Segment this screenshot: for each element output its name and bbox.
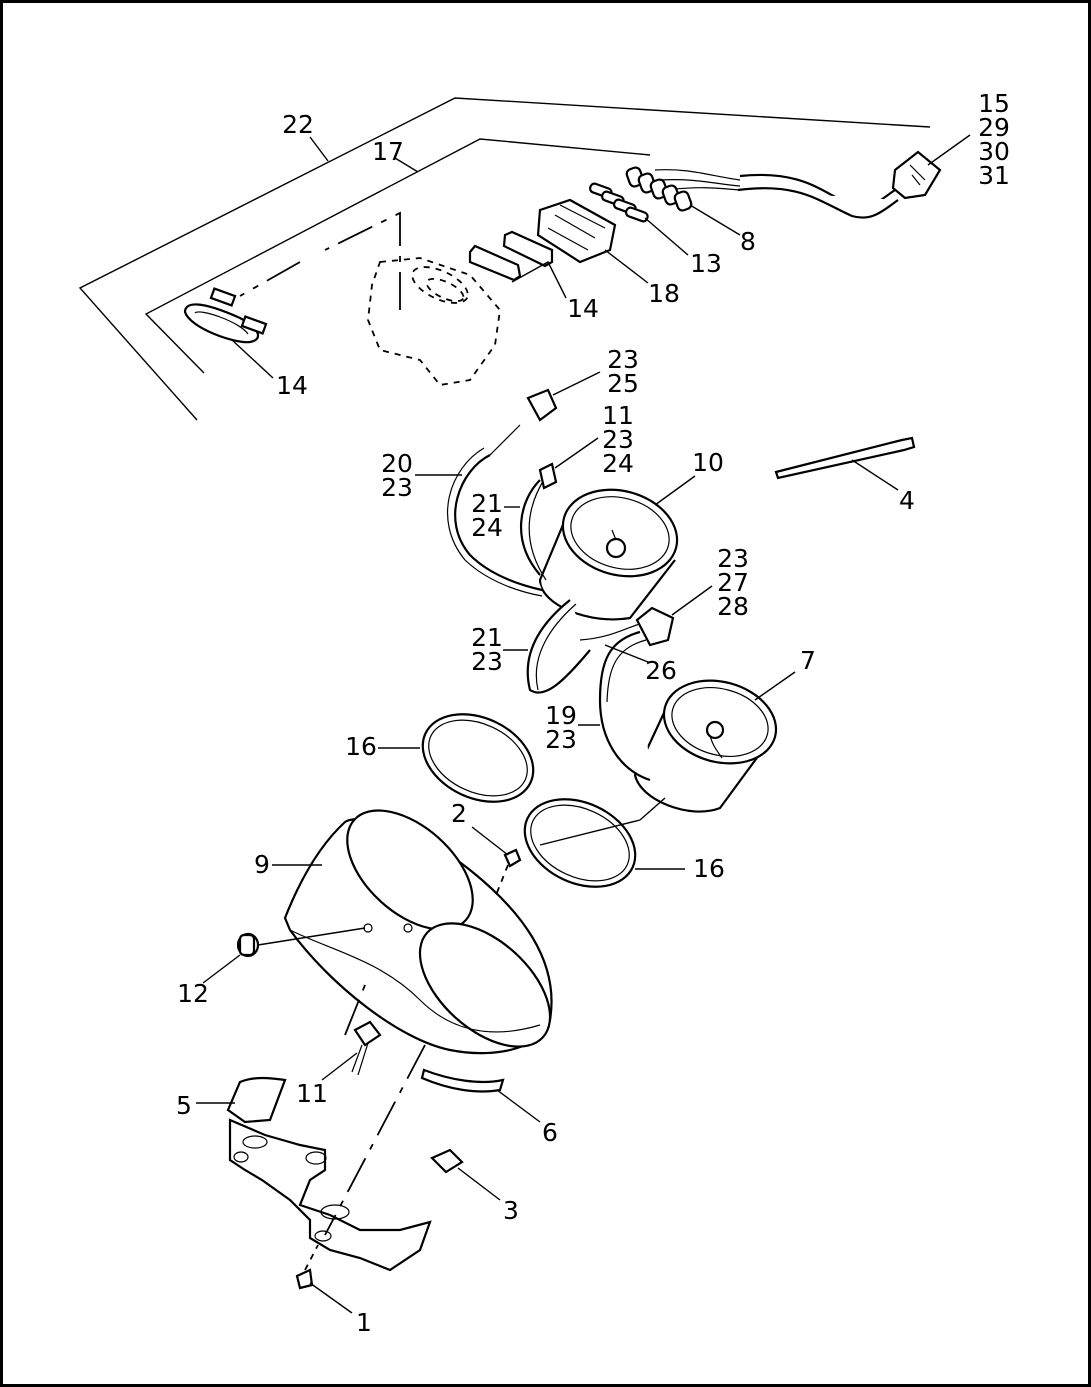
- callout-label-14b: 14: [276, 371, 308, 400]
- callout-number: 4: [899, 486, 915, 515]
- callout-number: 21: [471, 489, 503, 518]
- callout-label-6: 6: [542, 1118, 558, 1147]
- callout-number: 3: [503, 1196, 519, 1225]
- screw-1: [295, 1244, 319, 1290]
- callout-number: 13: [690, 249, 722, 278]
- callout-number: 18: [648, 279, 680, 308]
- speedometer-wiring: [579, 606, 675, 782]
- callout-number: 8: [740, 227, 756, 256]
- callout-label-16b: 16: [693, 854, 725, 883]
- callout-number: 23: [602, 425, 634, 454]
- callout-number: 22: [282, 110, 314, 139]
- gauge-ring-lower: [523, 797, 666, 888]
- callout-number: 7: [800, 646, 816, 675]
- bracket-lines: [78, 97, 931, 421]
- callout-number: 27: [717, 568, 749, 597]
- callout-number: 30: [978, 137, 1010, 166]
- callout-number: 6: [542, 1118, 558, 1147]
- callout-number: 9: [254, 850, 270, 879]
- callout-number: 16: [345, 732, 377, 761]
- callout-number: 23: [717, 544, 749, 573]
- bulb-sockets: [588, 182, 649, 223]
- indicator-lens-left: [183, 287, 268, 344]
- callout-number: 24: [471, 513, 503, 542]
- clip-3: [430, 1148, 464, 1174]
- trim-strip: [420, 1068, 505, 1093]
- callout-number: 5: [176, 1091, 192, 1120]
- callout-number: 29: [978, 113, 1010, 142]
- callout-number: 15: [978, 89, 1010, 118]
- callout-label-3: 3: [503, 1196, 519, 1225]
- tachometer-gauge: [538, 488, 679, 621]
- callout-number: 24: [602, 449, 634, 478]
- callout-number: 20: [381, 449, 413, 478]
- cable-tie: [774, 436, 916, 480]
- callout-number: 21: [471, 623, 503, 652]
- callout-label-9: 9: [254, 850, 270, 879]
- tachometer-wiring: [446, 388, 591, 694]
- mounting-bracket: [226, 1044, 432, 1272]
- callout-label-26: 26: [645, 656, 677, 685]
- callout-label-12: 12: [177, 979, 209, 1008]
- callout-label-5: 5: [176, 1091, 192, 1120]
- callout-number: 11: [602, 401, 634, 430]
- callout-number: 1: [356, 1308, 372, 1337]
- gauge-ring-upper: [421, 713, 535, 803]
- callout-label-1: 1: [356, 1308, 372, 1337]
- indicator-lens: [468, 230, 554, 282]
- callout-number: 28: [717, 592, 749, 621]
- callout-label-13: 13: [690, 249, 722, 278]
- gauge-console: [257, 809, 553, 1055]
- callout-number: 16: [693, 854, 725, 883]
- callout-label-11: 11: [296, 1079, 328, 1108]
- callout-label-18: 18: [648, 279, 680, 308]
- callout-number: 23: [381, 473, 413, 502]
- leader-lines: [196, 134, 971, 1314]
- callout-label-4: 4: [899, 486, 915, 515]
- callout-number: 23: [545, 725, 577, 754]
- callout-number: 23: [471, 647, 503, 676]
- callout-number: 11: [296, 1079, 328, 1108]
- callout-label-14a: 14: [567, 294, 599, 323]
- dashed-bracket: [239, 211, 501, 386]
- callout-number: 14: [567, 294, 599, 323]
- wiring-harness: [625, 150, 942, 219]
- callout-label-10: 10: [692, 448, 724, 477]
- callout-number: 2: [451, 799, 467, 828]
- callout-label-17: 17: [372, 137, 404, 166]
- callout-number: 14: [276, 371, 308, 400]
- callout-label-22: 22: [282, 110, 314, 139]
- callout-label-8: 8: [740, 227, 756, 256]
- grommet: [236, 932, 260, 958]
- indicator-housing: [536, 198, 617, 264]
- callout-number: 31: [978, 161, 1010, 190]
- callout-label-16a: 16: [345, 732, 377, 761]
- callout-number: 23: [607, 345, 639, 374]
- callout-number: 26: [645, 656, 677, 685]
- callout-number: 17: [372, 137, 404, 166]
- callout-number: 12: [177, 979, 209, 1008]
- switch-11: [344, 984, 382, 1076]
- speedometer-gauge: [633, 679, 778, 813]
- callout-number: 25: [607, 369, 639, 398]
- callout-number: 19: [545, 701, 577, 730]
- callout-label-2: 2: [451, 799, 467, 828]
- callout-number: 10: [692, 448, 724, 477]
- callout-label-7: 7: [800, 646, 816, 675]
